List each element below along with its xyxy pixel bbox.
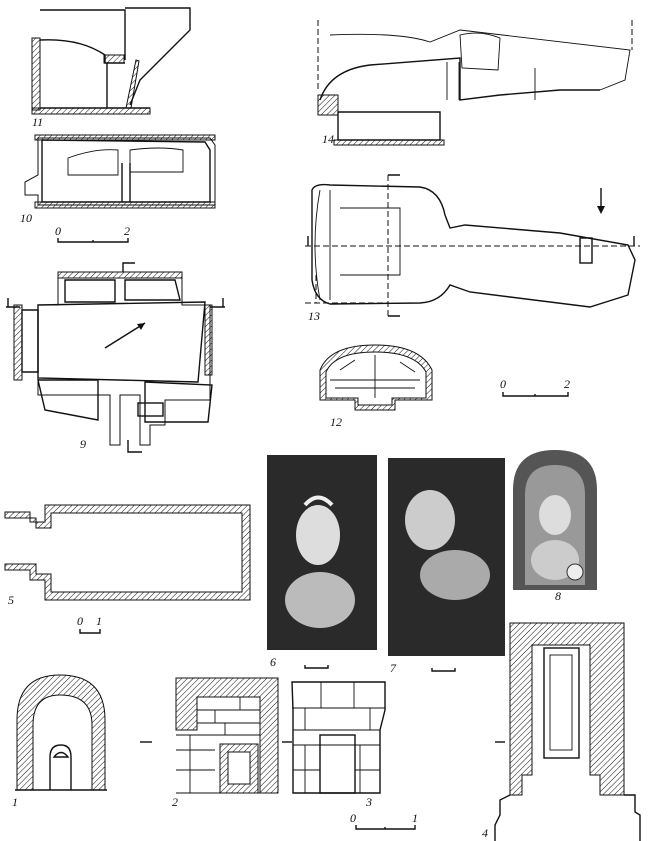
- scale-end: 2: [124, 224, 130, 238]
- scale-start: 0: [350, 811, 356, 825]
- figure-2-elevation: 2: [172, 677, 279, 809]
- figure-label: 2: [172, 795, 178, 809]
- scale-end: 1: [96, 614, 102, 628]
- figure-label: 6: [270, 655, 276, 669]
- figure-12-section: 12: [319, 344, 433, 429]
- scale-bar-1: 0 2: [55, 224, 130, 243]
- figure-label: 11: [32, 115, 43, 129]
- scale-end: 1: [412, 811, 418, 825]
- relief-8-image: 8: [513, 450, 597, 603]
- figure-label: 4: [482, 826, 488, 840]
- figure-label: 9: [80, 437, 86, 451]
- scale-bar-4: 0 1: [350, 811, 418, 830]
- figure-label: 7: [390, 661, 397, 675]
- scale-start: 0: [500, 377, 506, 391]
- scale-start: 0: [77, 614, 83, 628]
- figure-label: 12: [330, 415, 342, 429]
- figure-10-plan: 10: [20, 134, 216, 225]
- figure-13-plan: 13: [305, 174, 640, 323]
- figure-label: 5: [8, 593, 14, 607]
- figure-14-section: 14: [317, 20, 633, 146]
- figure-5-plan: 5: [4, 504, 251, 607]
- figure-label: 14: [322, 132, 334, 146]
- figure-label: 8: [555, 589, 561, 603]
- relief-7-image: 7: [388, 458, 505, 675]
- figure-label: 10: [20, 211, 32, 225]
- figure-label: 1: [12, 795, 18, 809]
- scale-bar-2: 0 2: [500, 377, 570, 397]
- figure-9-plan: 9: [6, 262, 225, 453]
- relief-6-image: 6: [267, 455, 377, 669]
- figure-3-elevation: 3: [291, 681, 386, 809]
- scale-end: 2: [564, 377, 570, 391]
- figure-11-section: 11: [31, 7, 191, 129]
- figure-label: 13: [308, 309, 320, 323]
- figure-label: 3: [365, 795, 372, 809]
- scale-bar-3: 0 1: [77, 614, 102, 634]
- figure-4-plan: 4: [482, 622, 641, 841]
- scale-start: 0: [55, 224, 61, 238]
- figure-1-elevation: 1: [12, 674, 107, 809]
